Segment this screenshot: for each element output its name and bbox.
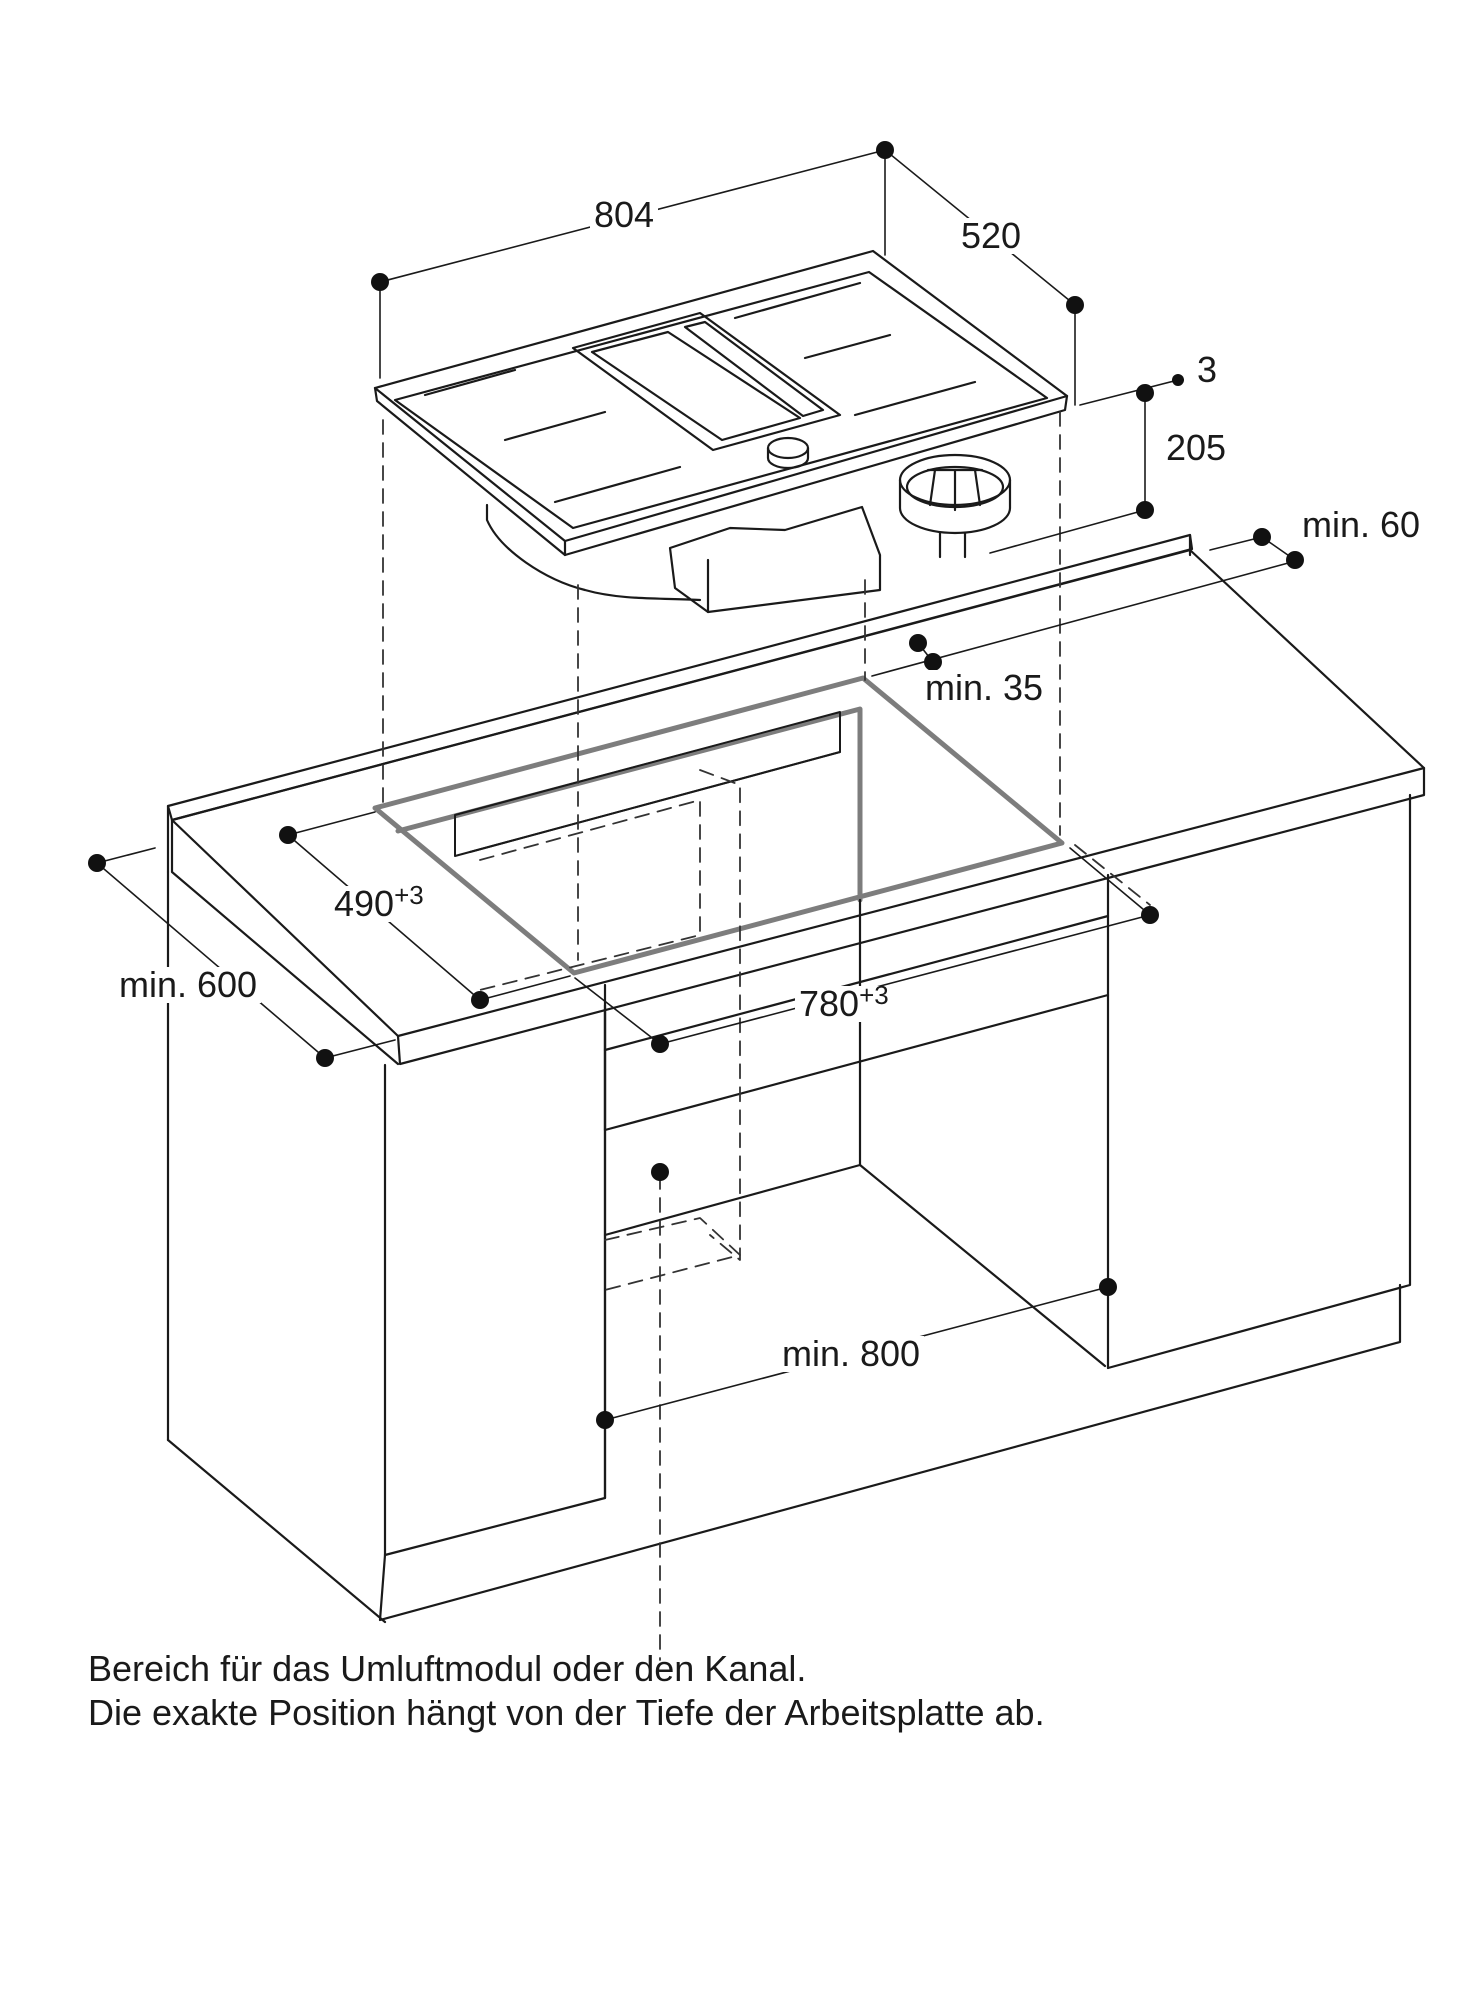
- dimension-lines: [96, 149, 1296, 1421]
- dim-min-35: min. 35: [921, 670, 1048, 706]
- dim-min-60: min. 60: [1302, 504, 1421, 545]
- base-cabinets: [166, 793, 1412, 1624]
- dim-cutout-width: 780+3: [795, 982, 893, 1024]
- dim-cutout-width-tolerance: +3: [859, 980, 889, 1010]
- dim-width-804: 804: [590, 197, 659, 233]
- dim-cabinet-width: min. 800: [778, 1336, 925, 1372]
- dim-worktop-depth: min. 600: [115, 967, 262, 1003]
- cooktop: [373, 249, 1069, 614]
- dim-depth-520: 520: [957, 218, 1026, 254]
- dimension-markers: [88, 141, 1304, 1429]
- dim-cutout-depth-tolerance: +3: [394, 880, 424, 910]
- worktop: [166, 533, 1426, 1066]
- worktop-cutout: [372, 675, 1065, 976]
- dim-height-205: 205: [1166, 427, 1227, 468]
- dashed-reference-lines: [382, 411, 1151, 1661]
- caption-line-1: Bereich für das Umluftmodul oder den Kan…: [88, 1648, 807, 1689]
- caption-line-2: Die exakte Position hängt von der Tiefe …: [88, 1692, 1045, 1733]
- dim-gap-3: 3: [1197, 349, 1218, 390]
- dim-cutout-width-value: 780: [799, 983, 860, 1024]
- dim-cutout-depth: 490+3: [330, 882, 428, 924]
- dim-cutout-depth-value: 490: [334, 883, 395, 924]
